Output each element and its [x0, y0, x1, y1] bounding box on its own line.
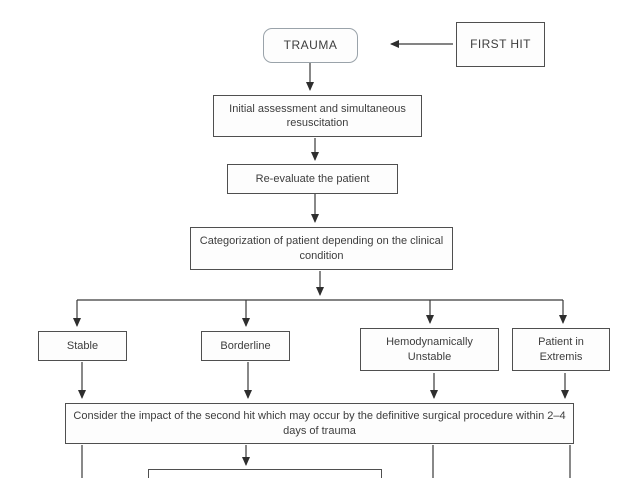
node-stable: Stable — [38, 331, 127, 361]
node-second-hit: Consider the impact of the second hit wh… — [65, 403, 574, 444]
node-patient-in-extremis: Patient in Extremis — [512, 328, 610, 371]
node-categorization: Categorization of patient depending on t… — [190, 227, 453, 270]
node-hemodynamically-unstable: Hemodynamically Unstable — [360, 328, 499, 371]
node-first-hit: FIRST HIT — [456, 22, 545, 67]
node-initial-assessment: Initial assessment and simultaneous resu… — [213, 95, 422, 137]
node-reevaluate: Re-evaluate the patient — [227, 164, 398, 194]
node-borderline: Borderline — [201, 331, 290, 361]
node-trauma: TRAUMA — [263, 28, 358, 63]
node-continuation-box — [148, 469, 382, 478]
